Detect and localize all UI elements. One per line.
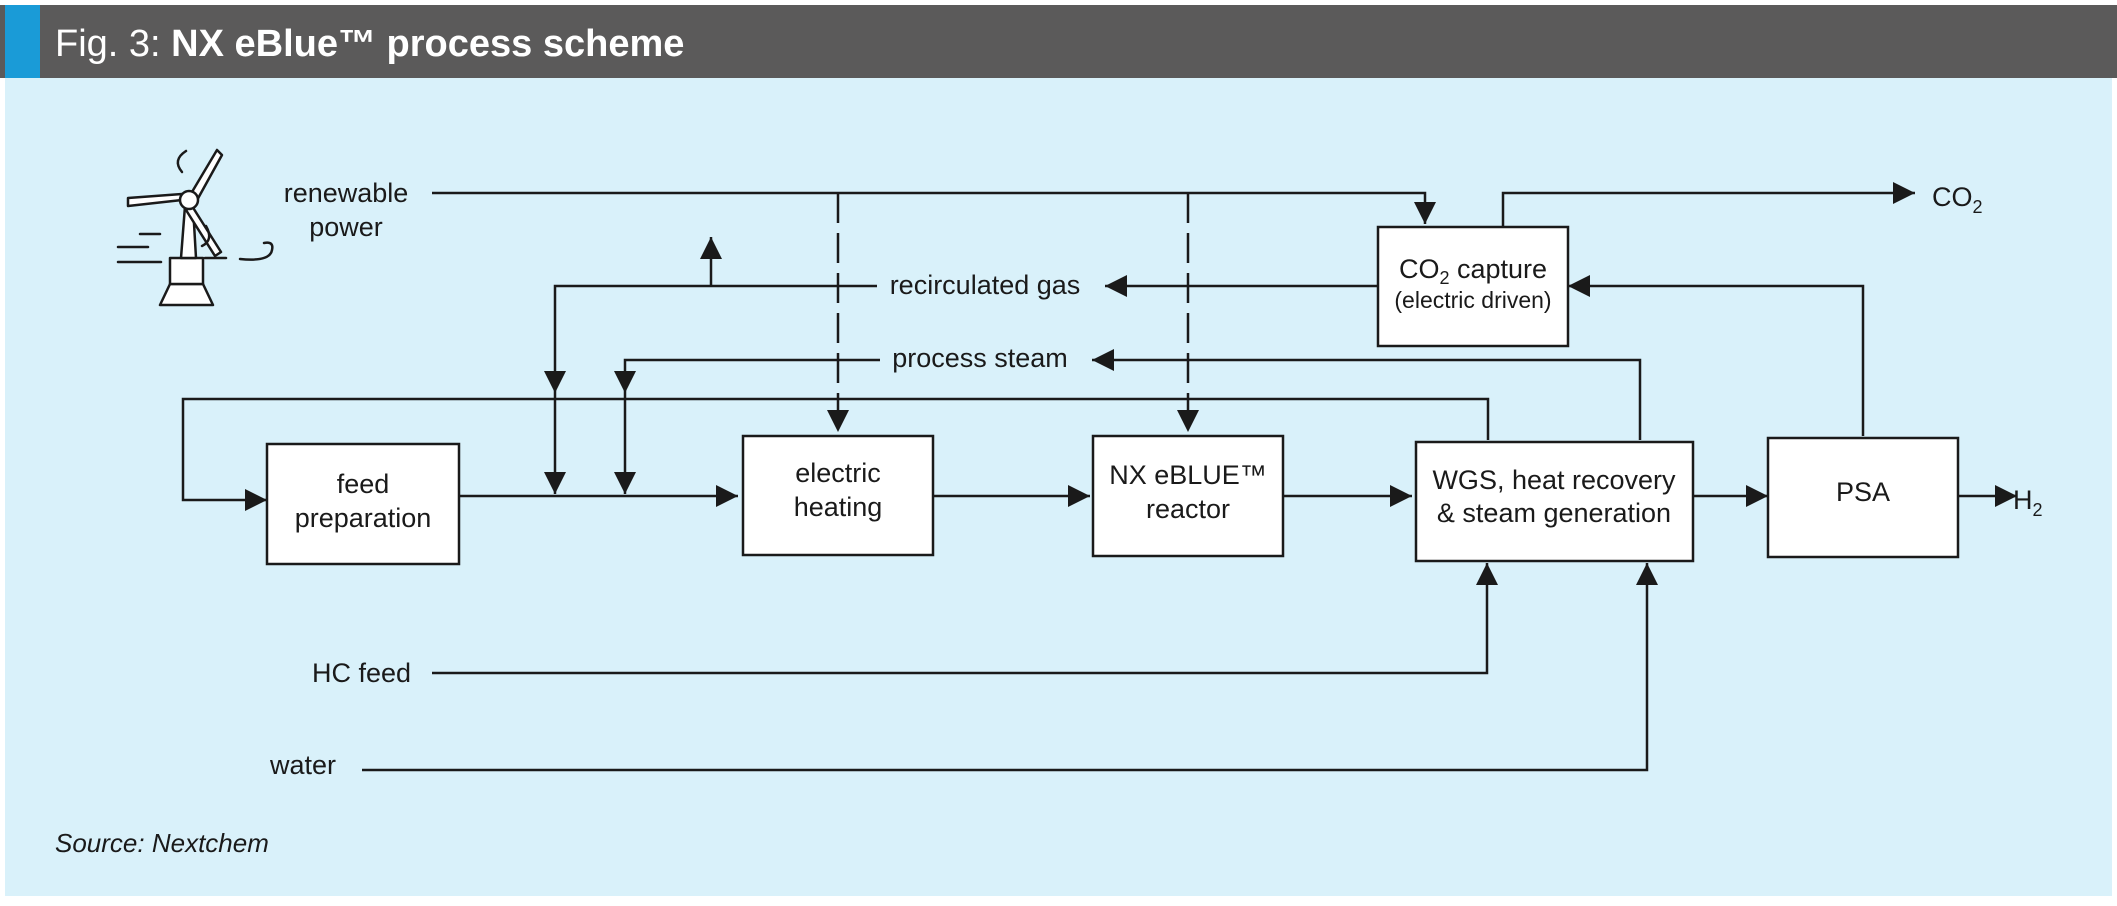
co2-capture-word: capture: [1449, 254, 1547, 284]
h2-output-subscript: 2: [2033, 500, 2043, 520]
water-label: water: [269, 750, 336, 780]
co2-capture-subscript: 2: [1439, 268, 1449, 288]
electric-heating-label-2: heating: [794, 492, 883, 522]
renewable-power-label-2: power: [309, 212, 383, 242]
feed-preparation-box: [265, 442, 461, 566]
electric-heating-label-1: electric: [795, 458, 881, 488]
co2-output-subscript: 2: [1973, 197, 1983, 217]
process-steam-label: process steam: [892, 343, 1068, 373]
psa-box: [1766, 436, 1960, 559]
wgs-label-2: & steam generation: [1437, 498, 1671, 528]
renewable-power-line: [432, 191, 1436, 224]
header-accent: [5, 5, 40, 78]
hc-feed-label: HC feed: [312, 658, 411, 688]
electric-heating-box: [741, 434, 935, 557]
psa-offgas-line: [1568, 275, 1865, 436]
co2-capture-label-1: CO2 capture: [1399, 254, 1547, 288]
co2-capture-box: [1376, 225, 1570, 348]
co2-output-co: CO: [1932, 182, 1973, 212]
h2-output-h: H: [2013, 485, 2033, 515]
wind-turbine-icon: [116, 148, 274, 307]
h2-output-label: H2: [2013, 485, 2043, 520]
figure-title: Fig. 3: NX eBlue™ process scheme: [55, 23, 684, 65]
reactor-box: [1091, 434, 1285, 558]
figure-label: Fig. 3:: [55, 23, 161, 65]
renewable-power-label-1: renewable: [284, 178, 409, 208]
co2-capture-co: CO: [1399, 254, 1440, 284]
wgs-label-1: WGS, heat recovery: [1432, 465, 1676, 495]
recirculated-gas-line-left: [544, 284, 877, 393]
water-line: [362, 563, 1658, 772]
co2-output-label: CO2: [1932, 182, 1983, 217]
wgs-box: [1414, 440, 1695, 563]
hc-feed-line: [432, 563, 1498, 675]
co2-capture-label-2: (electric driven): [1394, 287, 1551, 313]
feed-preparation-label-2: preparation: [295, 503, 432, 533]
process-steam-line-left: [614, 358, 880, 393]
figure-title-text: NX eBlue™ process scheme: [171, 23, 684, 65]
reactor-label-2: reactor: [1146, 494, 1230, 524]
recirculated-gas-label: recirculated gas: [890, 270, 1081, 300]
reactor-label-1: NX eBLUE™: [1109, 460, 1267, 490]
header-bar: [0, 5, 2117, 78]
co2-output-line: [1501, 182, 1915, 226]
process-steam-line: [1092, 349, 1642, 440]
psa-label: PSA: [1836, 477, 1890, 507]
feed-preparation-label-1: feed: [337, 469, 390, 499]
source-note: Source: Nextchem: [55, 828, 269, 858]
recycle-loop-line: [181, 397, 1490, 511]
